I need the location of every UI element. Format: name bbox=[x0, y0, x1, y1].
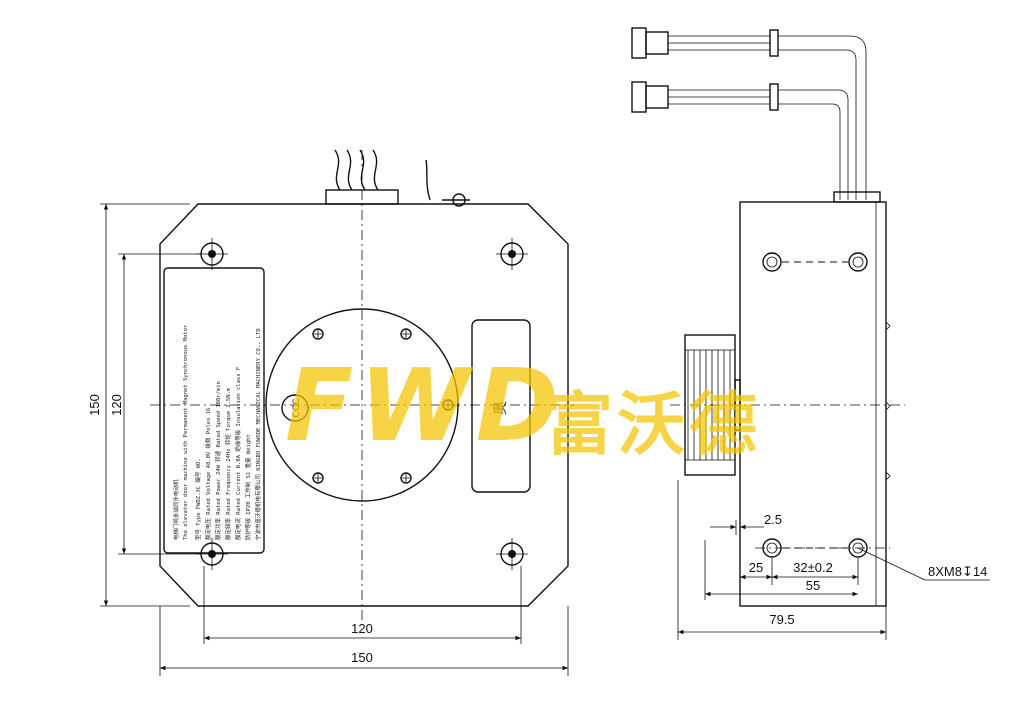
flange-screw bbox=[312, 328, 324, 340]
motor-body-outline bbox=[159, 203, 569, 607]
dim-side-32-label: 32±0.2 bbox=[793, 560, 833, 575]
cable-gland bbox=[833, 191, 881, 203]
watermark-company-cn: 富沃德 bbox=[545, 386, 761, 465]
dim-side-25-32: 25 32±0.2 bbox=[739, 558, 859, 585]
nameplate: 电梯门机永磁同步电动机 The elevator door machine wi… bbox=[163, 267, 265, 554]
mounting-hole bbox=[196, 238, 228, 270]
connector-top bbox=[631, 27, 867, 200]
thread-callout-label: 8XM8↧14 bbox=[928, 564, 987, 579]
nameplate-row: 宁波市富沃德机电有限公司 NINGBO FUWODE MECHANICAL MA… bbox=[254, 328, 262, 540]
dim-height-outer-label: 150 bbox=[87, 394, 102, 416]
nameplate-row: 额定电压 Rated Voltage 48.0V 级数 Poles 16 bbox=[204, 408, 212, 540]
dim-height-inner: 120 bbox=[109, 253, 200, 555]
nameplate-row: 额定频率 Rated Frequency 24Hz 转矩 Torque 2.5N… bbox=[224, 387, 232, 540]
dim-width-outer: 150 bbox=[159, 606, 569, 676]
side-hole bbox=[762, 252, 782, 272]
front-view: 电梯门机永磁同步电动机 The elevator door machine wi… bbox=[87, 149, 575, 676]
flange-screw bbox=[442, 399, 454, 411]
nameplate-title-cn: 电梯门机永磁同步电动机 bbox=[172, 479, 180, 540]
housing-side bbox=[739, 201, 887, 607]
dim-side-79-5-label: 79.5 bbox=[769, 612, 794, 627]
nameplate-title-en: The elevator door machine with Permanent… bbox=[183, 324, 189, 540]
thread-callout: 8XM8↧14 bbox=[857, 547, 990, 581]
flange-screw bbox=[400, 472, 412, 484]
dim-side-2-5-label: 2.5 bbox=[764, 512, 782, 527]
ccc-mark: CCC bbox=[292, 399, 302, 418]
nameplate-row: 防护等级 IP20 工作制 S1 重量 Weight bbox=[244, 434, 252, 540]
nameplate-row: 型号 Type FWDZ.3C 编号 NO. bbox=[194, 458, 202, 540]
mounting-hole bbox=[496, 538, 528, 570]
dim-side-2-5: 2.5 bbox=[710, 512, 782, 535]
dim-height-inner-label: 120 bbox=[109, 394, 124, 416]
dim-width-inner: 120 bbox=[203, 566, 522, 644]
dim-width-inner-label: 120 bbox=[351, 621, 373, 636]
side-hole bbox=[848, 252, 868, 272]
dim-side-25-label: 25 bbox=[749, 560, 763, 575]
label-char: 奥 bbox=[492, 401, 509, 415]
mounting-hole bbox=[196, 538, 228, 570]
dim-height-outer: 150 bbox=[87, 203, 190, 607]
nameplate-row: 额定电流 Rated Current 0.8A 绝缘等级 Insulation … bbox=[234, 367, 242, 540]
mounting-holes bbox=[196, 238, 528, 570]
cable-group bbox=[325, 149, 470, 207]
connector-bottom bbox=[631, 81, 849, 200]
flange-screw bbox=[312, 472, 324, 484]
mounting-hole bbox=[496, 238, 528, 270]
dim-side-55-label: 55 bbox=[806, 578, 820, 593]
nameplate-row: 额定功率 Rated Power 24W 转速 Rated Speed 180r… bbox=[214, 381, 222, 540]
watermark-logo-text: FWD bbox=[285, 347, 565, 464]
dim-width-outer-label: 150 bbox=[351, 650, 373, 665]
side-view: 2.5 25 32±0.2 55 79.5 8XM8↧14 bbox=[631, 27, 990, 640]
flange-screw bbox=[400, 328, 412, 340]
label-box bbox=[471, 319, 531, 493]
round-flange: CCC bbox=[265, 308, 459, 502]
fwd-watermark: FWD 富沃德 bbox=[285, 347, 761, 465]
dim-side-79-5: 79.5 bbox=[677, 480, 887, 640]
dim-side-55: 55 bbox=[704, 540, 858, 600]
